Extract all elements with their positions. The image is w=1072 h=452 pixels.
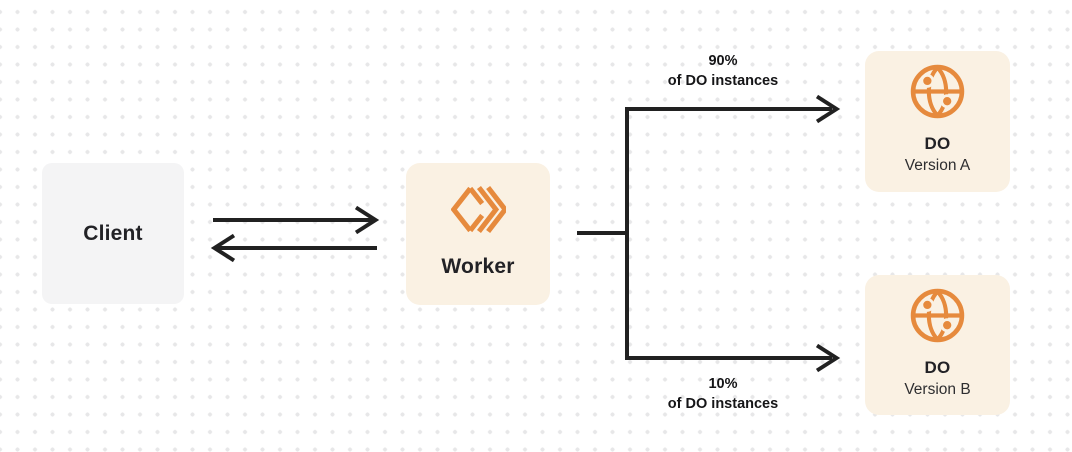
cloudflare-workers-icon [450,185,506,234]
do-a-title: DO [924,134,951,153]
worker-label: Worker [441,255,515,278]
top-branch-caption: of DO instances [667,73,779,89]
top-branch-label: 90% of DO instances [613,51,833,91]
arrow-worker-to-client [210,233,377,263]
bottom-branch-caption: of DO instances [667,396,779,412]
do-b-subtitle: Version B [904,381,971,398]
do-a-subtitle: Version A [904,157,971,174]
top-branch-percent: 90% [708,53,738,69]
do-version-b-node: DO Version B [865,275,1010,415]
do-b-title: DO [924,358,951,377]
durable-object-globe-icon [910,288,965,343]
arrow-branch-to-do-a [625,94,841,360]
arrow-branch-to-do-b [815,343,841,373]
durable-object-globe-icon [910,64,965,119]
bottom-branch-label: 10% of DO instances [613,374,833,414]
arrow-client-to-worker [213,205,380,235]
do-version-a-node: DO Version A [865,51,1010,192]
client-node: Client [42,163,184,304]
client-label: Client [83,221,143,245]
worker-node: Worker [406,163,550,305]
bottom-branch-percent: 10% [708,376,738,392]
